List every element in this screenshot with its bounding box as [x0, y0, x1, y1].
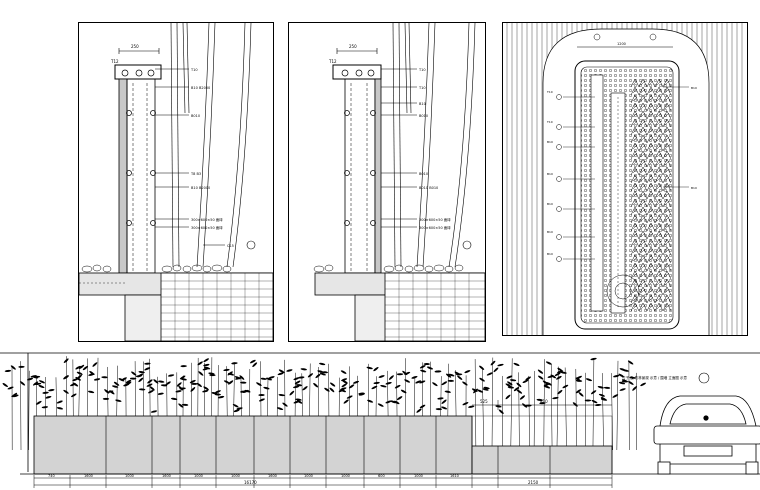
car-elevation-icon — [653, 395, 760, 475]
section-2-callout: B010 — [419, 114, 428, 118]
elev-bottom-dim: 600 — [378, 474, 385, 478]
elev-bottom-dim: 740 — [48, 474, 55, 478]
plan-leader: B10 — [691, 186, 697, 190]
elev-bottom-dim: 1000 — [125, 474, 134, 478]
elev-bottom-dim: 1600 — [268, 474, 277, 478]
plan-leader: B10 — [691, 86, 697, 90]
section-2-note: 300×600×50 面砖 — [419, 225, 451, 230]
section-2-callout: B010 — [419, 172, 428, 176]
planter-plan-view: 1200 — [502, 22, 748, 336]
elev-bottom-dim: 1000 — [414, 474, 423, 478]
elev-bottom-dim: 1000 — [304, 474, 313, 478]
wall-section-detail-2: 250 T12 T10 T10 B10 B010 B010 B010 — [288, 22, 486, 342]
plan-top-dim: 1200 — [617, 42, 626, 46]
section-1-callout: B10 B2000 — [191, 186, 210, 190]
section-1-callout: B10 B2000 — [191, 86, 210, 90]
wall-elevation-drawing: 525 810 竹子 及 竹林景观 示意 / 围墙 立面图 示意 740 1600… — [0, 352, 760, 488]
elev-bottom-dim: 1600 — [162, 474, 171, 478]
elevation-symbol — [698, 372, 710, 384]
elev-bottom-dim: 1000 — [231, 474, 240, 478]
section-1-callout: C15 — [227, 244, 234, 248]
elev-bottom-dim: 1600 — [84, 474, 93, 478]
section-2-top-dim: 250 — [349, 44, 357, 49]
section-1-callout: T8 B3 — [190, 172, 201, 176]
section-2-callout: B010 B010 — [419, 186, 438, 190]
elev-total-dim: 2150 — [528, 480, 539, 485]
plan-leader: B10 — [547, 252, 553, 256]
section-2-mark: T12 — [328, 59, 337, 64]
plan-leader: B10 — [547, 172, 553, 176]
wall-section-drawing-2: 250 T12 T10 T10 B10 B010 B010 B010 — [313, 23, 485, 341]
section-1-note: 300×600×50 面砖 — [191, 225, 223, 230]
section-1-callout: T10 — [190, 68, 198, 72]
section-1-mark: T12 — [110, 59, 119, 64]
section-2-note: 300×600×50 面砖 — [419, 217, 451, 222]
elev-bottom-dim: 1610 — [450, 474, 459, 478]
elev-bottom-dim: 1000 — [341, 474, 350, 478]
wall-section-drawing-1: 250 T12 T10 B10 B2000 B010 T8 — [79, 23, 273, 341]
elev-right-dim: 810 — [540, 399, 548, 404]
plan-leader: B10 — [547, 230, 553, 234]
plan-leader: B10 — [547, 140, 553, 144]
elev-total-dim: 16170 — [244, 480, 257, 485]
elevation-legend: 竹子 及 竹林景观 示意 / 围墙 立面图 示意 — [622, 375, 687, 380]
planter-plan-drawing: 1200 — [506, 23, 743, 335]
section-1-callout: B010 — [191, 114, 200, 118]
section-2-callout: B10 — [419, 102, 426, 106]
section-1-note: 300×600×50 面砖 — [191, 217, 223, 222]
plan-leader: T10 — [546, 120, 553, 124]
section-2-callout: T10 — [418, 68, 426, 72]
elev-bottom-dim: 1000 — [194, 474, 203, 478]
plan-leader: B10 — [547, 202, 553, 206]
elev-right-dim: 525 — [480, 399, 488, 404]
section-2-callout: T10 — [418, 86, 426, 90]
plan-leader: T10 — [546, 90, 553, 94]
wall-section-detail-1: 250 T12 T10 B10 B2000 B010 T8 — [78, 22, 274, 342]
section-1-top-dim: 250 — [131, 44, 139, 49]
